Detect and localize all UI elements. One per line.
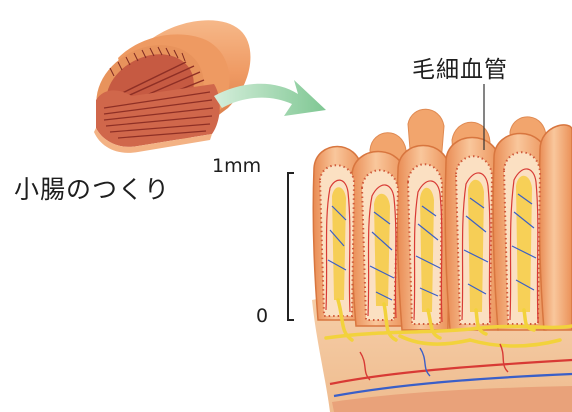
scale-top-label: 1mm — [212, 155, 261, 177]
capillary-label: 毛細血管 — [412, 50, 508, 84]
villi-cross-section — [312, 109, 572, 412]
intestine-structure-label: 小腸のつくり — [14, 170, 170, 206]
scale-bottom-label: 0 — [256, 305, 268, 327]
scale-bar — [288, 173, 294, 320]
intestine-tube-illustration — [80, 20, 251, 157]
